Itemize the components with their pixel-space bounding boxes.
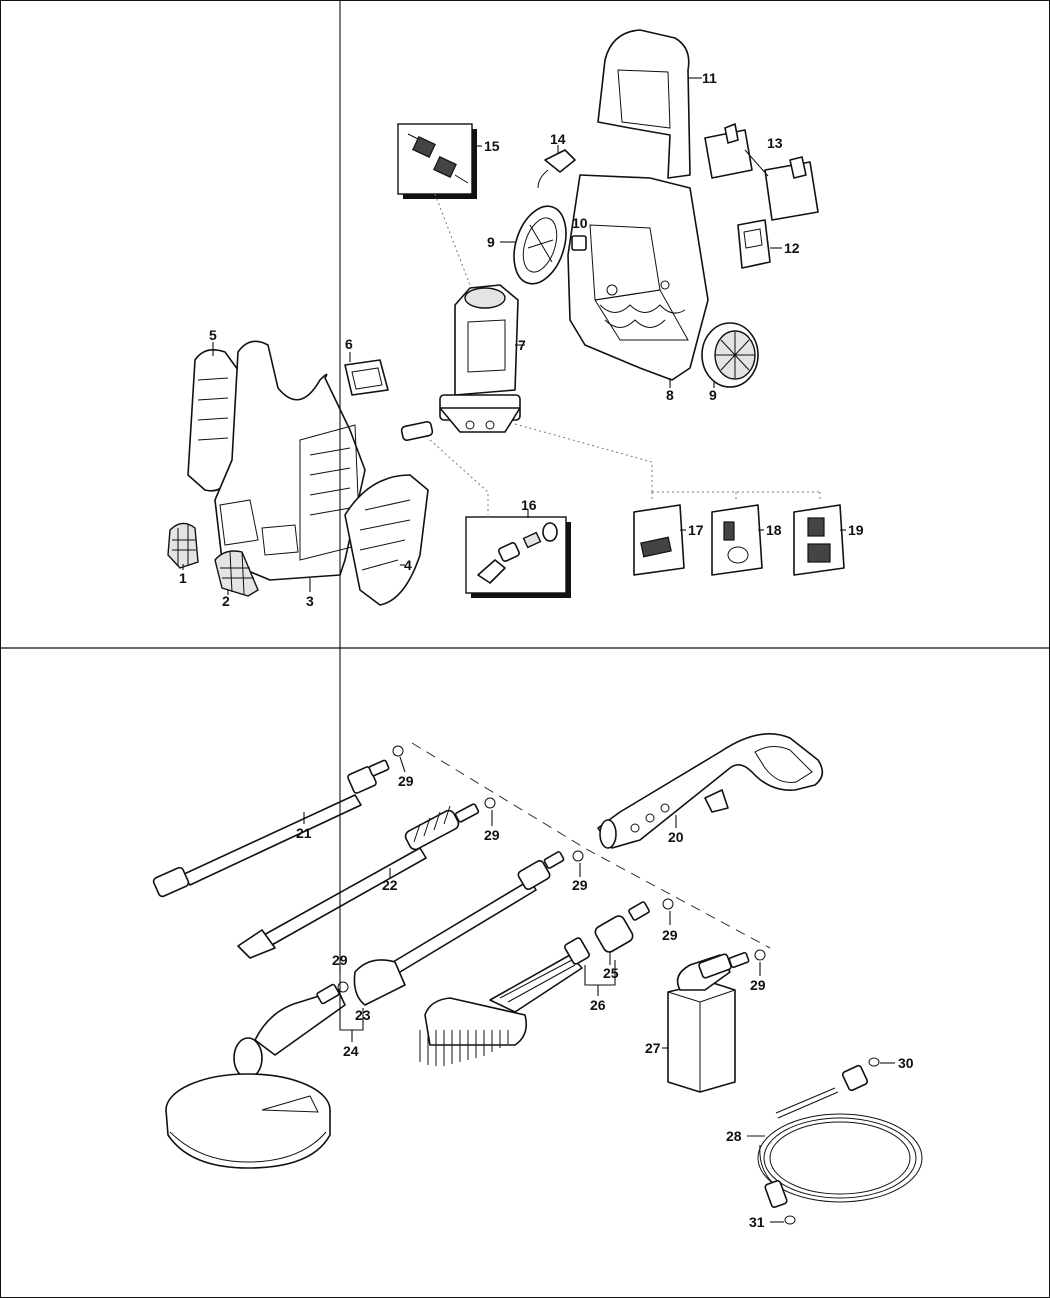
part-6-switch: [344, 359, 389, 396]
callout-1: 1: [179, 570, 187, 586]
callout-29-f: 29: [750, 977, 766, 993]
part-26-wash-brush: [419, 898, 674, 1066]
part-3-main-housing: [214, 340, 366, 581]
part-14-cable-clip: [537, 149, 576, 189]
part-15-motor-brushes-box: [397, 123, 477, 199]
dotted-link-16: [429, 439, 489, 515]
part-10-plug: [571, 235, 587, 251]
part-18-kit-bag: [711, 504, 763, 576]
callout-4: 4: [404, 557, 412, 573]
callout-25: 25: [603, 965, 619, 981]
callout-10: 10: [572, 215, 588, 231]
part-24-patio-cleaner: [165, 981, 349, 1169]
callout-31: 31: [749, 1214, 765, 1230]
callout-29-a: 29: [398, 773, 414, 789]
part-12-holder: [737, 219, 771, 269]
part-8-chassis: [567, 174, 709, 381]
callout-11: 11: [702, 70, 717, 86]
dotted-link-accessory-kits: [514, 423, 821, 502]
leader-29a: [399, 756, 406, 773]
callout-8: 8: [666, 387, 674, 403]
part-19-kit-bag: [793, 504, 845, 576]
callout-16: 16: [521, 497, 537, 513]
callout-18: 18: [766, 522, 782, 538]
callout-22: 22: [382, 877, 398, 893]
callout-29-d: 29: [332, 952, 348, 968]
callout-13: 13: [767, 135, 783, 151]
part-23-lance: [353, 850, 584, 1006]
callout-21: 21: [296, 825, 312, 841]
callout-17: 17: [688, 522, 704, 538]
callout-7: 7: [518, 337, 526, 353]
callout-3: 3: [306, 593, 314, 609]
callout-9-left: 9: [487, 234, 495, 250]
alignment-dashed-line: [411, 742, 771, 949]
dotted-link-15: [434, 193, 471, 286]
part-22-lance-nozzle: [237, 797, 496, 959]
callout-2: 2: [222, 593, 230, 609]
callout-26: 26: [590, 997, 606, 1013]
callout-24: 24: [343, 1043, 359, 1059]
callout-19: 19: [848, 522, 864, 538]
callout-5: 5: [209, 327, 217, 343]
part-9-wheel-right: [701, 322, 759, 388]
callout-29-e: 29: [662, 927, 678, 943]
leader-26-bracket: [584, 960, 616, 986]
callout-15: 15: [484, 138, 500, 154]
callout-6: 6: [345, 336, 353, 352]
part-7-motor-pump: [400, 284, 521, 442]
part-27-detergent-bottle: [667, 949, 766, 1093]
callout-30: 30: [898, 1055, 914, 1071]
part-20-trigger-gun: [597, 732, 824, 849]
part-2-filter: [214, 550, 259, 597]
callout-9-right: 9: [709, 387, 717, 403]
part-17-kit-bag: [633, 504, 685, 576]
part-16-inlet-kit-box: [465, 516, 571, 598]
callout-23: 23: [355, 1007, 371, 1023]
part-21-lance: [152, 745, 404, 898]
part-13-accessory-clips: [704, 123, 819, 221]
callout-27: 27: [645, 1040, 661, 1056]
part-9-wheel-left: [513, 205, 567, 285]
part-4-front-cover: [344, 474, 429, 606]
callout-20: 20: [668, 829, 684, 845]
callout-29-b: 29: [484, 827, 500, 843]
part-28-hose: [757, 1057, 923, 1225]
part-1-filter: [167, 522, 199, 569]
callout-28: 28: [726, 1128, 742, 1144]
part-11-handle: [597, 29, 691, 179]
callout-14: 14: [550, 131, 566, 147]
callout-12: 12: [784, 240, 800, 256]
callout-29-c: 29: [572, 877, 588, 893]
